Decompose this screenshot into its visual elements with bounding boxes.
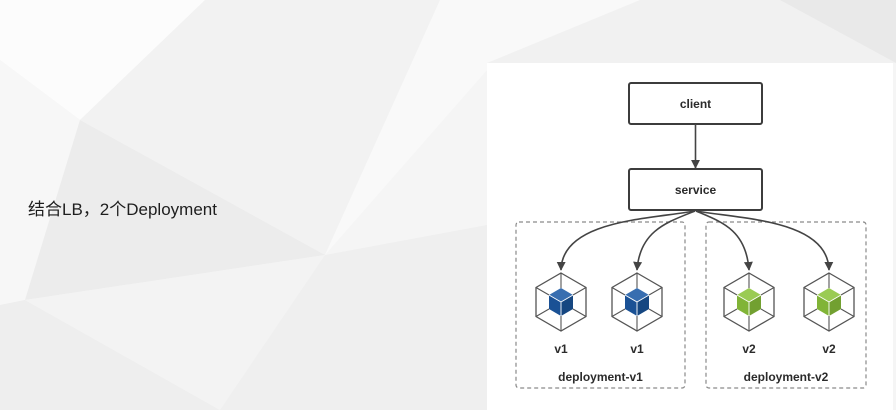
service-to-pod-arrows bbox=[556, 210, 834, 271]
deployment-v2-label: deployment-v2 bbox=[744, 370, 829, 384]
pod-cube-icon bbox=[803, 272, 855, 332]
pod-2-label: v1 bbox=[630, 342, 644, 356]
pod-1-label: v1 bbox=[554, 342, 568, 356]
deployment-group-v2: deployment-v2 bbox=[705, 221, 867, 389]
client-node: client bbox=[628, 82, 763, 125]
client-label: client bbox=[680, 97, 711, 111]
pod-cube-icon bbox=[611, 272, 663, 332]
diagram: client service deployment-v1 deployment-… bbox=[487, 63, 893, 410]
pod-cube-icon bbox=[723, 272, 775, 332]
arrow-service-to-pod-1 bbox=[556, 210, 696, 271]
arrow-service-to-pod-4 bbox=[695, 210, 834, 271]
pod-3-label: v2 bbox=[742, 342, 756, 356]
pod-4-label: v2 bbox=[822, 342, 836, 356]
deployment-group-v1: deployment-v1 bbox=[515, 221, 686, 389]
deployment-v1-label: deployment-v1 bbox=[558, 370, 643, 384]
arrow-service-to-pod-2 bbox=[633, 210, 696, 271]
pod-cube-icon bbox=[535, 272, 587, 332]
slide-caption: 结合LB，2个Deployment bbox=[28, 200, 217, 219]
service-label: service bbox=[675, 183, 717, 197]
arrow-service-to-pod-3 bbox=[695, 210, 753, 271]
service-node: service bbox=[628, 168, 763, 211]
